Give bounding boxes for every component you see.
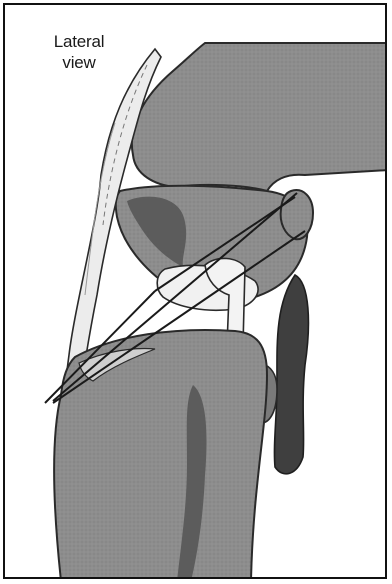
lateral-knee-illustration [5, 5, 387, 579]
view-caption: Lateral view [39, 31, 119, 73]
figure-frame: Lateral view [3, 3, 387, 579]
caption-line-2: view [39, 52, 119, 73]
posterior-muscle [274, 275, 308, 474]
femur-shaft [132, 43, 387, 191]
patella [281, 190, 313, 239]
caption-line-1: Lateral [39, 31, 119, 52]
